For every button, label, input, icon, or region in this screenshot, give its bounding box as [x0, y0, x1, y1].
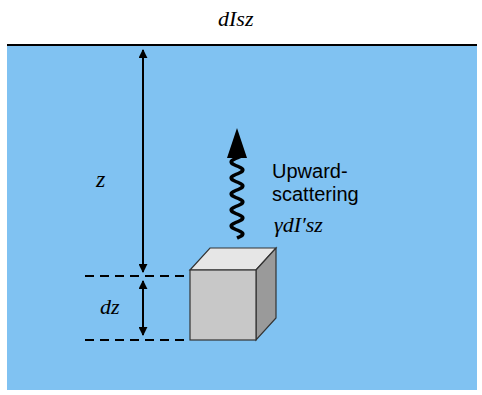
cube-front [190, 270, 256, 340]
water-body [7, 45, 477, 390]
wavy-arrowhead [227, 128, 247, 158]
thickness-label: dz [100, 294, 136, 319]
layer-top-dashed [85, 275, 185, 277]
wavy-arrow [231, 156, 243, 238]
cube-side [256, 248, 276, 340]
water-surface [7, 44, 477, 46]
surface-intensity-label: dIsz [218, 6, 278, 31]
scattering-label: Upward-scattering [272, 160, 412, 206]
scattered-intensity-label: γdI′sz [274, 212, 364, 237]
layer-bottom-dashed [85, 339, 185, 341]
thickness-arrow [142, 281, 144, 335]
depth-label: z [96, 166, 120, 194]
depth-arrow [142, 50, 144, 272]
